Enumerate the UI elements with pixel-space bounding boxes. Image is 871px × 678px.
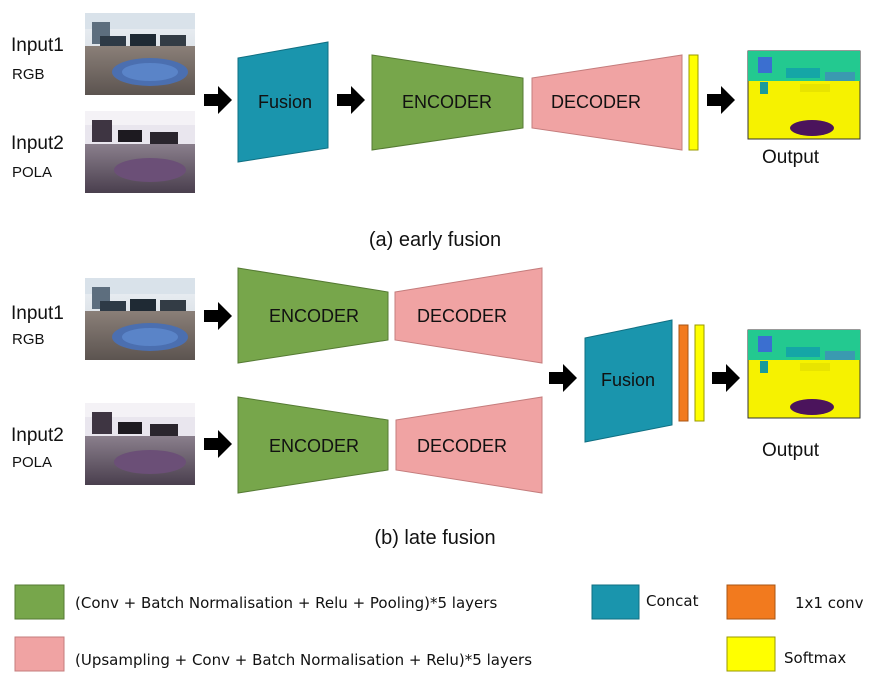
fusion-block — [237, 41, 329, 163]
legend-decoder-label: (Upsampling + Conv + Batch Normalisation… — [75, 651, 532, 669]
arrow-icon — [204, 302, 232, 330]
decoder-block — [531, 54, 683, 151]
arrow-icon — [204, 86, 232, 114]
output-segmentation-image — [747, 329, 861, 419]
arrow-icon — [549, 364, 577, 392]
arrow-icon — [712, 364, 740, 392]
input2-pola-label: POLA — [12, 454, 52, 471]
decoder-label: DECODER — [551, 92, 641, 112]
arrow-icon — [707, 86, 735, 114]
encoder-label: ENCODER — [402, 92, 492, 112]
decoder-block — [395, 396, 543, 494]
encoder-block — [237, 396, 389, 494]
fusion-block — [584, 319, 673, 443]
legend-conv1x1-label: 1x1 conv — [795, 594, 864, 612]
conv1x1-layer — [678, 324, 689, 422]
legend-softmax-label: Softmax — [784, 649, 846, 667]
late-fusion-caption: (b) late fusion — [374, 527, 495, 549]
legend-swatch-softmax — [726, 636, 776, 672]
output-label: Output — [762, 147, 820, 168]
legend-swatch-encoder — [14, 584, 65, 620]
fusion-label: Fusion — [601, 370, 655, 390]
encoder-label: ENCODER — [269, 436, 359, 456]
legend-encoder-label: (Conv + Batch Normalisation + Relu + Poo… — [75, 594, 497, 612]
early-fusion-caption: (a) early fusion — [369, 229, 501, 251]
input2-label: Input2 — [11, 425, 64, 446]
input1-rgb-image — [85, 278, 195, 360]
legend-swatch-decoder — [14, 636, 65, 672]
legend-swatch-conv1x1 — [726, 584, 776, 620]
input1-label: Input1 — [11, 303, 64, 324]
input2-pola-label: POLA — [12, 164, 52, 181]
legend: (Conv + Batch Normalisation + Relu + Poo… — [14, 584, 864, 672]
input2-pola-image — [85, 403, 195, 485]
encoder-label: ENCODER — [269, 306, 359, 326]
arrow-icon — [337, 86, 365, 114]
encoder-block — [237, 267, 389, 364]
arrow-icon — [204, 430, 232, 458]
early-fusion-panel: Input1 RGB Input2 POLA Fus — [11, 13, 861, 251]
decoder-label: DECODER — [417, 436, 507, 456]
input1-label: Input1 — [11, 35, 64, 56]
softmax-layer — [694, 324, 705, 422]
input2-label: Input2 — [11, 133, 64, 154]
decoder-label: DECODER — [417, 306, 507, 326]
output-label: Output — [762, 440, 820, 461]
input1-rgb-label: RGB — [12, 331, 45, 348]
input1-rgb-image — [85, 13, 195, 95]
input2-pola-image — [85, 111, 195, 193]
legend-swatch-concat — [591, 584, 640, 620]
softmax-layer — [688, 54, 699, 151]
late-fusion-panel: Input1 RGB Input2 POLA ENCODER — [11, 267, 861, 549]
decoder-block — [394, 267, 543, 364]
input1-rgb-label: RGB — [12, 66, 45, 83]
fusion-label: Fusion — [258, 92, 312, 112]
legend-concat-label: Concat — [646, 592, 699, 610]
output-segmentation-image — [747, 50, 861, 140]
encoder-block — [371, 54, 524, 151]
